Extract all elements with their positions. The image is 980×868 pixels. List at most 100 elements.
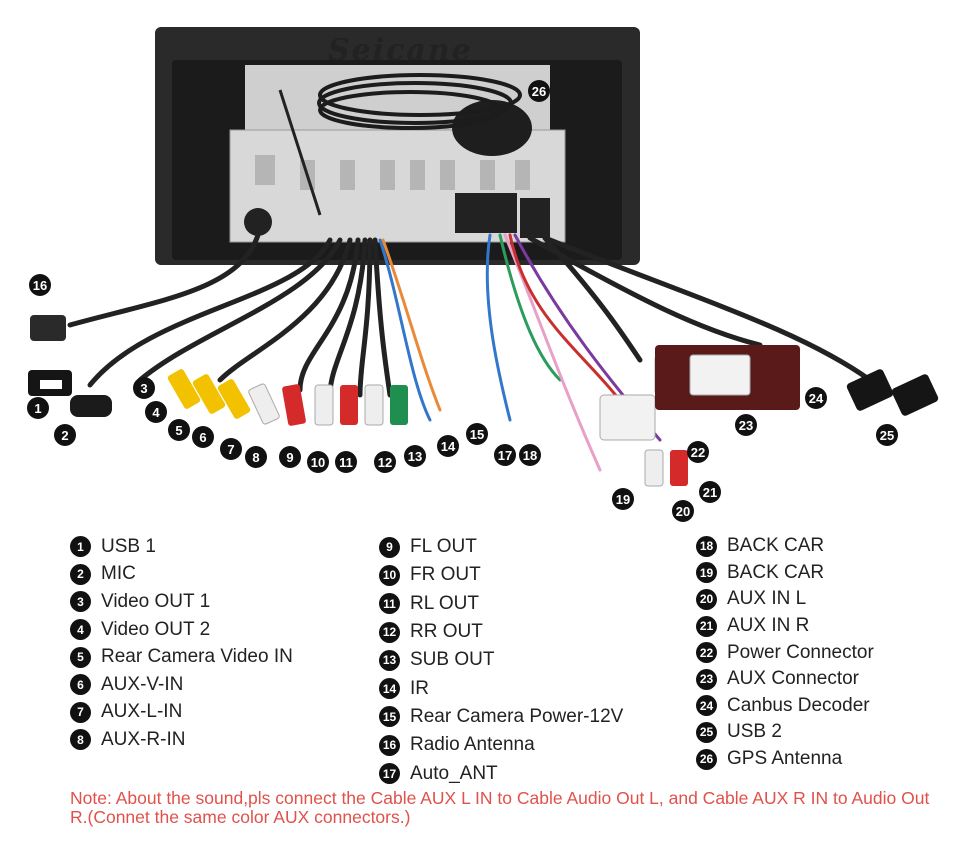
- legend-number: 11: [379, 593, 400, 615]
- legend-label: FL OUT: [410, 536, 477, 558]
- callout-badge: 16: [29, 274, 51, 296]
- callout-badge: 10: [307, 451, 329, 473]
- legend-label: AUX IN L: [727, 588, 807, 610]
- legend-number: 14: [379, 678, 400, 700]
- legend-label: AUX-L-IN: [101, 701, 183, 723]
- legend-label: AUX Connector: [727, 668, 860, 690]
- legend-label: RR OUT: [410, 621, 483, 643]
- legend-label: MIC: [101, 563, 136, 585]
- iso-connector: [455, 193, 517, 233]
- callout-badge: 5: [168, 419, 190, 441]
- legend-item: 7 AUX-L-IN: [70, 699, 293, 727]
- callout-badge: 26: [528, 80, 550, 102]
- legend-item: 6 AUX-V-IN: [70, 671, 293, 699]
- legend-number: 18: [696, 535, 717, 557]
- legend-number: 22: [696, 642, 717, 664]
- legend-item: 8 AUX-R-IN: [70, 726, 293, 754]
- callout-badge: 19: [612, 488, 634, 510]
- legend-number: 2: [70, 563, 91, 585]
- callout-badge: 17: [494, 444, 516, 466]
- legend-label: USB 1: [101, 535, 156, 557]
- legend-item: 19 BACK CAR: [696, 560, 874, 587]
- legend-number: 13: [379, 649, 400, 671]
- callout-badge: 18: [519, 444, 541, 466]
- callout-badge: 21: [699, 481, 721, 503]
- legend-item: 16 Radio Antenna: [379, 731, 623, 759]
- callout-badge: 3: [133, 377, 155, 399]
- callout-badge: 24: [805, 387, 827, 409]
- legend-number: 6: [70, 674, 91, 696]
- legend-label: USB 2: [727, 721, 782, 743]
- legend-label: AUX-V-IN: [101, 673, 184, 695]
- legend-number: 3: [70, 591, 91, 613]
- legend-item: 17 Auto_ANT: [379, 759, 623, 787]
- callout-badge: 1: [27, 397, 49, 419]
- callout-badge: 15: [466, 423, 488, 445]
- legend-label: Rear Camera Video IN: [101, 646, 293, 668]
- radio-antenna-plug: [30, 315, 66, 341]
- legend-label: Canbus Decoder: [727, 694, 870, 716]
- legend-number: 5: [70, 646, 91, 668]
- power-connector: [599, 394, 656, 441]
- round-socket: [244, 208, 272, 236]
- usb2-plug-a: [846, 369, 894, 411]
- legend-item: 23 AUX Connector: [696, 666, 874, 693]
- legend-number: 10: [379, 564, 400, 586]
- legend-number: 7: [70, 701, 91, 723]
- legend-number: 8: [70, 729, 91, 751]
- legend-item: 2 MIC: [70, 561, 293, 589]
- legend-number: 20: [696, 588, 717, 610]
- legend-label: Radio Antenna: [410, 734, 535, 756]
- callout-badge: 4: [145, 401, 167, 423]
- callout-badge: 2: [54, 424, 76, 446]
- legend-label: AUX-R-IN: [101, 728, 186, 750]
- legend-number: 26: [696, 748, 717, 770]
- legend-item: 18 BACK CAR: [696, 533, 874, 560]
- legend-label: RL OUT: [410, 592, 479, 614]
- callout-badge: 8: [245, 446, 267, 468]
- legend-item: 5 Rear Camera Video IN: [70, 643, 293, 671]
- callout-badge: 25: [876, 424, 898, 446]
- brand-logo: Seicane: [328, 33, 473, 68]
- usb2-plug-b: [891, 374, 939, 416]
- legend-label: IR: [410, 677, 429, 699]
- legend-item: 20 AUX IN L: [696, 586, 874, 613]
- wiring-photo: Seicane: [28, 27, 939, 487]
- callout-badge: 23: [735, 414, 757, 436]
- legend-label: BACK CAR: [727, 535, 825, 557]
- callout-badge: 13: [404, 445, 426, 467]
- legend-number: 12: [379, 621, 400, 643]
- callout-badge: 9: [279, 446, 301, 468]
- legend-item: 1 USB 1: [70, 533, 293, 561]
- legend-item: 12 RR OUT: [379, 618, 623, 646]
- iso-connector-right: [520, 198, 550, 238]
- legend-label: BACK CAR: [727, 561, 825, 583]
- legend-number: 23: [696, 668, 717, 690]
- legend-item: 26 GPS Antenna: [696, 746, 874, 773]
- callout-badge: 20: [672, 500, 694, 522]
- legend-number: 9: [379, 536, 400, 558]
- legend-label: Auto_ANT: [410, 762, 498, 784]
- legend-label: Video OUT 2: [101, 618, 211, 640]
- rca-plugs: [167, 369, 688, 487]
- legend-label: Rear Camera Power-12V: [410, 705, 624, 727]
- legend-number: 1: [70, 536, 91, 558]
- legend-number: 16: [379, 734, 400, 756]
- legend-label: GPS Antenna: [727, 748, 843, 770]
- legend-number: 19: [696, 562, 717, 584]
- callout-badge: 22: [687, 441, 709, 463]
- callout-badge: 7: [220, 438, 242, 460]
- legend-number: 17: [379, 763, 400, 785]
- legend-number: 4: [70, 619, 91, 641]
- callout-badge: 6: [192, 426, 214, 448]
- legend-label: AUX IN R: [727, 615, 810, 637]
